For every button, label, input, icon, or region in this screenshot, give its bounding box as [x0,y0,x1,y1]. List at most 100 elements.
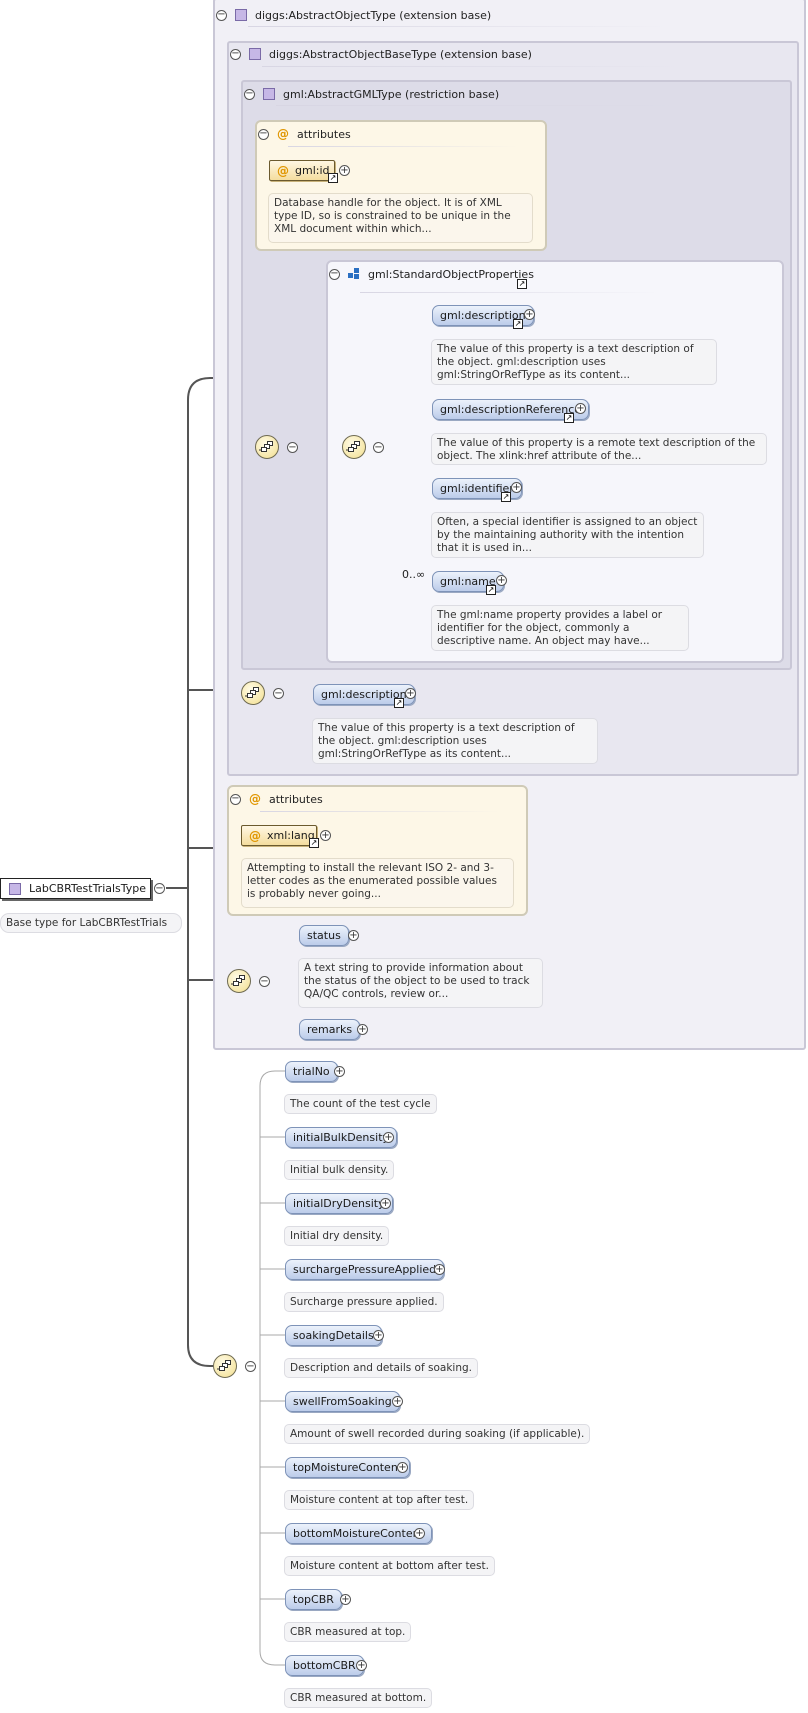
lang-attributes-title: attributes [269,792,323,806]
header-separator [276,105,696,106]
model-group-icon [348,268,360,280]
std-gml-description-desc: The value of this property is a text des… [431,339,717,385]
sequence-compositor-icon[interactable] [213,1354,237,1378]
surcharge-pressure-applied-element[interactable]: surchargePressureApplied [285,1259,445,1280]
arrow-link-icon: ↗ [564,413,574,423]
arrow-link-icon: ↗ [486,585,496,595]
expand-icon[interactable]: + [334,1065,345,1077]
name-occurrence: 0..∞ [402,568,426,581]
status-description: A text string to provide information abo… [298,958,543,1008]
expand-icon[interactable]: + [414,1527,425,1539]
gml-id-label: gml:id [295,164,330,177]
abstract-gml-type-label: gml:AbstractGMLType (restriction base) [283,87,500,101]
collapse-icon[interactable]: − [154,882,165,894]
arrow-link-icon: ↗ [501,492,511,502]
swell-from-soaking-description: Amount of swell recorded during soaking … [284,1424,591,1444]
expand-icon[interactable]: + [320,829,331,841]
std-gml-description-reference-element[interactable]: gml:descriptionReference [432,399,590,420]
sequence-glyph [346,441,360,452]
collapse-icon[interactable]: − [258,128,269,140]
bottom-moisture-content-element[interactable]: bottomMoistureContent [285,1523,432,1544]
xml-lang-attribute[interactable]: @ xml:lang [241,825,317,846]
expand-icon[interactable]: + [434,1263,445,1275]
top-moisture-content-description: Moisture content at top after test. [284,1490,475,1510]
standard-object-properties-label: gml:StandardObjectProperties [368,267,534,281]
expand-icon[interactable]: + [356,1659,367,1671]
header-separator [360,292,660,293]
expand-icon[interactable]: + [348,929,359,941]
abstract-object-base-type-header: − diggs:AbstractObjectBaseType (extensio… [230,45,532,63]
collapse-icon[interactable]: − [230,48,241,60]
collapse-icon[interactable]: − [230,793,241,805]
trial-no-element[interactable]: trialNo [285,1061,338,1082]
expand-icon[interactable]: + [575,402,586,414]
bottom-cbr-description: CBR measured at bottom. [284,1688,433,1708]
expand-icon[interactable]: + [392,1395,403,1407]
expand-icon[interactable]: + [405,687,416,699]
top-cbr-element[interactable]: topCBR [285,1589,342,1610]
expand-icon[interactable]: + [373,1329,384,1341]
bottom-cbr-element[interactable]: bottomCBR [285,1655,364,1676]
remarks-element[interactable]: remarks [299,1019,361,1040]
at-sign-icon: @ [277,127,289,141]
arrow-link-icon: ↗ [517,279,527,289]
collapse-icon[interactable]: − [216,9,227,21]
expand-icon[interactable]: + [397,1461,408,1473]
abstract-object-type-label: diggs:AbstractObjectType (extension base… [255,8,492,22]
complex-type-icon [9,882,21,895]
initial-dry-density-element[interactable]: initialDryDensity [285,1193,393,1214]
swell-from-soaking-element[interactable]: swellFromSoaking [285,1391,400,1412]
collapse-icon[interactable]: − [259,975,270,987]
std-gml-identifier-element[interactable]: gml:identifier [432,478,522,499]
collapse-icon[interactable]: − [244,88,255,100]
complex-type-icon [235,9,247,21]
collapse-icon[interactable]: − [273,687,284,699]
header-separator [260,811,500,812]
expand-icon[interactable]: + [380,1197,391,1209]
sequence-glyph [245,687,259,698]
gml-id-attribute[interactable]: @ gml:id [269,160,335,181]
collapse-icon[interactable]: − [287,441,298,453]
root-type-box[interactable]: LabCBRTestTrialsType [0,878,151,899]
std-gml-name-element[interactable]: gml:name [432,571,504,592]
arrow-link-icon: ↗ [309,838,319,848]
gml-id-description: Database handle for the object. It is of… [268,193,533,243]
arrow-link-icon: ↗ [513,319,523,329]
std-gml-name-desc: The gml:name property provides a label o… [431,605,689,651]
expand-icon[interactable]: + [383,1131,394,1143]
collapse-icon[interactable]: − [329,268,340,280]
header-separator [248,26,668,27]
sequence-compositor-icon[interactable] [227,969,251,993]
abstract-gml-type-header: − gml:AbstractGMLType (restriction base) [244,85,499,103]
root-type-description: Base type for LabCBRTestTrials [0,913,182,933]
collapse-icon[interactable]: − [373,441,384,453]
sequence-compositor-icon[interactable] [241,681,265,705]
expand-icon[interactable]: + [340,1593,351,1605]
initial-dry-density-description: Initial dry density. [284,1226,390,1246]
expand-icon[interactable]: + [511,481,522,493]
lang-attributes-header: − @ attributes [230,790,323,808]
gml-attributes-header: − @ attributes [258,125,351,143]
root-type-label: LabCBRTestTrialsType [29,882,147,895]
expand-icon[interactable]: + [524,308,535,320]
top-cbr-description: CBR measured at top. [284,1622,412,1642]
top-moisture-content-element[interactable]: topMoistureContent [285,1457,411,1478]
collapse-icon[interactable]: − [245,1360,256,1372]
initial-bulk-density-element[interactable]: initialBulkDensity [285,1127,398,1148]
status-element[interactable]: status [299,925,349,946]
gml-attributes-title: attributes [297,127,351,141]
sequence-compositor-icon[interactable] [255,435,279,459]
sequence-glyph [231,975,245,986]
trial-no-description: The count of the test cycle [284,1094,437,1114]
expand-icon[interactable]: + [339,164,350,176]
sequence-compositor-icon[interactable] [342,435,366,459]
header-separator [262,66,682,67]
expand-icon[interactable]: + [357,1023,368,1035]
complex-type-icon [249,48,261,60]
std-gml-description-element[interactable]: gml:description [432,305,534,326]
base-gml-description-desc: The value of this property is a text des… [312,718,598,764]
sequence-glyph [217,1360,231,1371]
expand-icon[interactable]: + [496,574,507,586]
soaking-details-element[interactable]: soakingDetails [285,1325,382,1346]
base-gml-description-element[interactable]: gml:description [313,684,415,705]
